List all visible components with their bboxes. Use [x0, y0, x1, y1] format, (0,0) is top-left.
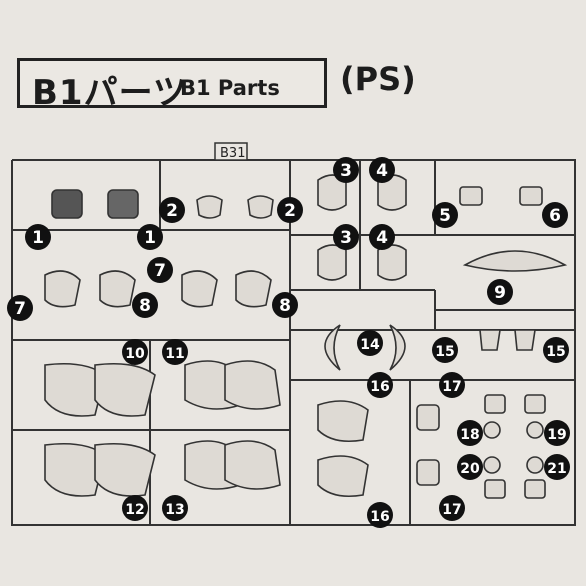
part-number-4: 4 — [369, 224, 395, 250]
part-number-19: 19 — [544, 420, 570, 446]
title-japanese: B1パーツ — [32, 73, 188, 113]
part-number-16: 16 — [367, 372, 393, 398]
part-number-3: 3 — [333, 224, 359, 250]
svg-text:4: 4 — [376, 228, 388, 248]
parts-outlines — [44, 174, 568, 499]
part-number-21: 21 — [544, 454, 570, 480]
svg-text:11: 11 — [165, 346, 184, 362]
part-number-2: 2 — [159, 197, 185, 223]
svg-text:19: 19 — [547, 427, 566, 443]
part-number-10: 10 — [122, 339, 148, 365]
svg-text:16: 16 — [370, 509, 389, 525]
svg-text:7: 7 — [154, 261, 166, 281]
title-english: B1 Parts — [180, 76, 280, 100]
part-number-5: 5 — [432, 202, 458, 228]
svg-text:18: 18 — [460, 427, 479, 443]
svg-text:17: 17 — [442, 502, 461, 518]
svg-text:17: 17 — [442, 379, 461, 395]
svg-text:15: 15 — [435, 344, 454, 360]
part-number-8: 8 — [132, 292, 158, 318]
svg-text:4: 4 — [376, 161, 388, 181]
part-number-11: 11 — [162, 339, 188, 365]
part-number-6: 6 — [542, 202, 568, 228]
svg-text:20: 20 — [460, 461, 480, 477]
part-number-12: 12 — [122, 495, 148, 521]
svg-text:13: 13 — [165, 502, 184, 518]
svg-text:2: 2 — [284, 201, 296, 221]
part-number-4: 4 — [369, 157, 395, 183]
part-number-1: 1 — [25, 224, 51, 250]
svg-text:8: 8 — [139, 296, 151, 316]
svg-text:21: 21 — [547, 461, 566, 477]
part-number-3: 3 — [333, 157, 359, 183]
part-number-16: 16 — [367, 502, 393, 528]
svg-text:9: 9 — [494, 283, 506, 303]
svg-text:3: 3 — [340, 161, 352, 181]
runner-code: B31 — [220, 146, 245, 161]
svg-text:14: 14 — [360, 337, 380, 353]
part-number-7: 7 — [7, 295, 33, 321]
part-number-13: 13 — [162, 495, 188, 521]
part-number-7: 7 — [147, 257, 173, 283]
svg-text:8: 8 — [279, 296, 291, 316]
part-number-20: 20 — [457, 454, 483, 480]
runner-tag: B31 — [214, 142, 248, 161]
svg-text:1: 1 — [32, 228, 44, 248]
svg-text:3: 3 — [340, 228, 352, 248]
svg-text:7: 7 — [14, 299, 26, 319]
svg-text:12: 12 — [125, 502, 144, 518]
part-number-17: 17 — [439, 495, 465, 521]
svg-text:1: 1 — [144, 228, 156, 248]
svg-text:6: 6 — [549, 206, 561, 226]
svg-text:15: 15 — [546, 344, 565, 360]
material-label: (PS) — [340, 60, 416, 98]
part-number-2: 2 — [277, 197, 303, 223]
part-number-15: 15 — [432, 337, 458, 363]
part-number-18: 18 — [457, 420, 483, 446]
part-number-15: 15 — [543, 337, 569, 363]
svg-text:16: 16 — [370, 379, 389, 395]
part-number-8: 8 — [272, 292, 298, 318]
parts-title-box: B1パーツ B1 Parts — [17, 58, 327, 113]
part-number-17: 17 — [439, 372, 465, 398]
svg-text:2: 2 — [166, 201, 178, 221]
part-number-14: 14 — [357, 330, 383, 356]
part-number-9: 9 — [487, 279, 513, 305]
part-number-1: 1 — [137, 224, 163, 250]
svg-text:5: 5 — [439, 206, 451, 226]
svg-text:10: 10 — [125, 346, 145, 362]
